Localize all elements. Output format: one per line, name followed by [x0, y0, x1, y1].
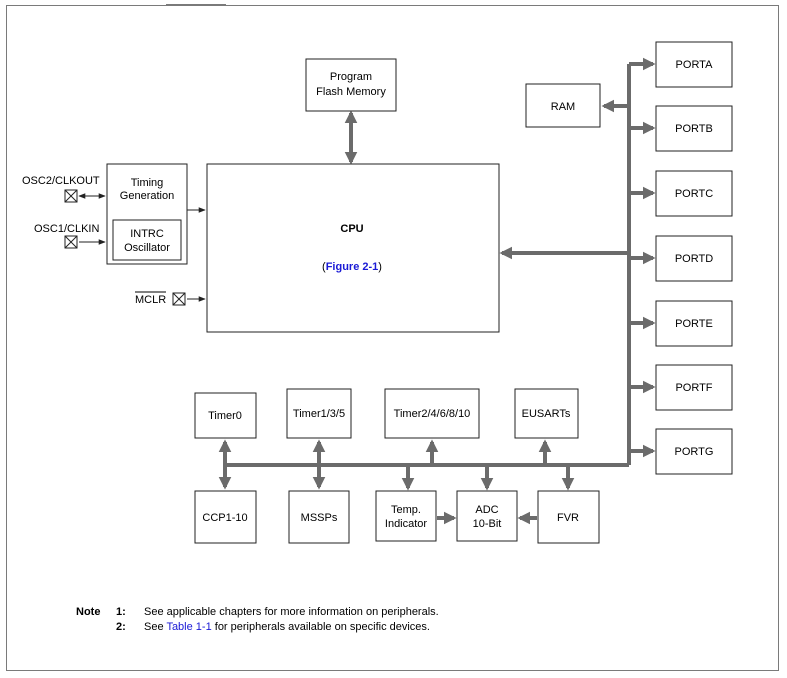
- eusarts-label: EUSARTs: [522, 408, 571, 420]
- intrc-line1: INTRC: [130, 228, 164, 240]
- timer246-label: Timer2/4/6/8/10: [394, 408, 471, 420]
- porte-block: [655, 300, 733, 347]
- temp-line1: Temp.: [391, 504, 421, 516]
- program-memory-line1: Program: [330, 71, 372, 83]
- fvr-label: FVR: [557, 512, 579, 524]
- porte-label: PORTE: [675, 318, 713, 330]
- timer246-block: [384, 388, 480, 439]
- timer135-label: Timer1/3/5: [293, 408, 345, 420]
- portg-label: PORTG: [675, 446, 714, 458]
- program-flash-memory-block: [305, 58, 397, 112]
- timer0-block: [194, 392, 257, 439]
- note-1-number: 1:: [116, 606, 126, 618]
- mssps-block: [288, 490, 350, 544]
- figure-frame: [6, 5, 779, 671]
- note-2-post: for peripherals available on specific de…: [211, 621, 430, 633]
- porta-label: PORTA: [676, 59, 714, 71]
- adc-line1: ADC: [475, 504, 498, 516]
- note-line-2: 2: See Table 1-1 for peripherals availabl…: [116, 620, 430, 634]
- cpu-block: [206, 163, 500, 333]
- osc1-pin-icon: [64, 235, 78, 249]
- cpu-figure-ref: (Figure 2-1): [322, 261, 382, 273]
- intrc-line2: Oscillator: [124, 242, 170, 254]
- portd-label: PORTD: [675, 253, 713, 265]
- cpu-label: CPU: [340, 223, 363, 235]
- ram-block: [525, 83, 601, 128]
- portg-block: [655, 428, 733, 475]
- adc-block: [456, 490, 518, 542]
- port-blocks: PORTA PORTB PORTC PORTD PORTE PORTF PORT…: [655, 41, 733, 475]
- note-1-text: See applicable chapters for more informa…: [144, 606, 439, 618]
- osc2-pin-icon: [64, 189, 78, 203]
- portb-block: [655, 105, 733, 152]
- figure-2-1-link[interactable]: Figure 2-1: [326, 261, 379, 273]
- timing-line2: Generation: [120, 190, 174, 202]
- ccp-label: CCP1-10: [202, 512, 247, 524]
- intrc-oscillator-block: [112, 219, 182, 261]
- ram-label: RAM: [551, 101, 575, 113]
- mclr-pin-icon: [172, 292, 186, 306]
- mssps-label: MSSPs: [301, 512, 338, 524]
- adc-line2: 10-Bit: [473, 518, 502, 530]
- porta-block: [655, 41, 733, 88]
- note-2-number: 2:: [116, 621, 126, 633]
- portc-label: PORTC: [675, 188, 713, 200]
- fvr-block: [537, 490, 600, 544]
- program-memory-line2: Flash Memory: [316, 86, 386, 98]
- timing-line1: Timing: [131, 177, 164, 189]
- figure-frame-top-stub: [166, 0, 226, 5]
- timer0-label: Timer0: [208, 410, 242, 422]
- portb-label: PORTB: [675, 123, 713, 135]
- portd-block: [655, 235, 733, 282]
- portc-block: [655, 170, 733, 217]
- note-line-1: Note 1: See applicable chapters for more i…: [76, 605, 439, 619]
- mclr-pin-label: MCLR: [135, 294, 166, 306]
- temp-indicator-block: [375, 490, 437, 542]
- table-1-1-link[interactable]: Table 1-1: [166, 621, 212, 633]
- timer135-block: [286, 388, 352, 439]
- osc2-pin-label: OSC2/CLKOUT: [22, 175, 100, 187]
- ccp-block: [194, 490, 257, 544]
- portf-label: PORTF: [675, 382, 712, 394]
- eusarts-block: [514, 388, 579, 439]
- temp-line2: Indicator: [385, 518, 428, 530]
- note-label: Note: [76, 606, 101, 618]
- note-2-pre: See: [144, 621, 167, 633]
- portf-block: [655, 364, 733, 411]
- osc1-pin-label: OSC1/CLKIN: [34, 223, 99, 235]
